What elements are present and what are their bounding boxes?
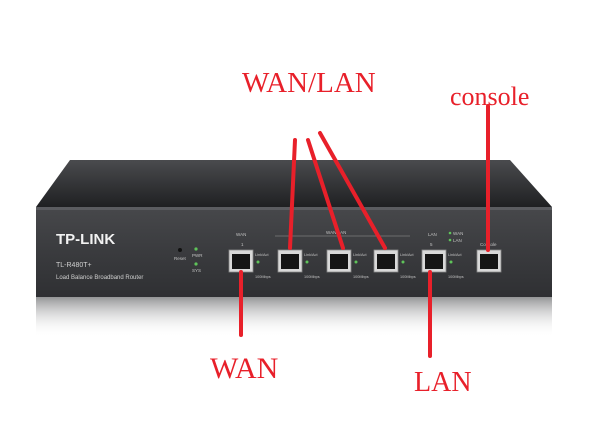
wanlan-arrow-3 <box>318 131 387 250</box>
pwr-led <box>194 247 198 251</box>
console-port-clip <box>485 266 493 269</box>
wan-port-clip <box>237 266 245 269</box>
lan-port-clip <box>430 266 438 269</box>
wanlan-arrow-2 <box>306 138 345 250</box>
pwr-label: PWR <box>192 253 203 258</box>
wanlan-port-4-clip <box>382 266 390 269</box>
console-port[interactable] <box>476 249 502 273</box>
wanlan-port-3-led <box>354 260 358 264</box>
wanlan-port-2-clip <box>286 266 294 269</box>
lan-port-led-label: Link/Act <box>448 253 462 257</box>
lan-port-label: LAN <box>428 232 437 237</box>
lan-port-number: 5 <box>430 242 433 247</box>
brand-logo: TP-LINK <box>56 231 115 248</box>
annotation-lan: LAN <box>414 367 472 398</box>
annotation-wan: WAN <box>210 352 278 385</box>
wanlan-port-4[interactable] <box>373 249 399 273</box>
wanlan-port-3-led-label: Link/Act <box>353 253 367 257</box>
legend-lan-led <box>448 238 452 242</box>
chassis-edge-highlight <box>36 207 552 210</box>
wan-port-speed-label: 100Mbps <box>255 275 271 279</box>
wanlan-port-2[interactable] <box>277 249 303 273</box>
lan-port-led <box>449 260 453 264</box>
description-label: Load Balance Broadband Router <box>56 275 143 281</box>
wan-port[interactable] <box>228 249 254 273</box>
wan-port-led-label: Link/Act <box>255 253 269 257</box>
lan-port-socket <box>425 254 443 269</box>
legend-lan-label: LAN <box>453 238 462 243</box>
annotation-console: console <box>450 82 529 111</box>
legend-wan-label: WAN <box>453 231 463 236</box>
wan-port-socket <box>232 254 250 269</box>
sys-label: SYS <box>192 268 201 273</box>
wanlan-port-4-speed-label: 100Mbps <box>400 275 416 279</box>
wanlan-arrow-1 <box>288 138 297 250</box>
reset-button[interactable] <box>178 248 182 252</box>
wanlan-port-2-socket <box>281 254 299 269</box>
console-port-socket <box>480 254 498 269</box>
annotation-lines <box>239 104 490 358</box>
lan-port[interactable] <box>421 249 447 273</box>
wanlan-port-4-socket <box>377 254 395 269</box>
wanlan-port-3-socket <box>330 254 348 269</box>
wanlan-port-4-led-label: Link/Act <box>400 253 414 257</box>
wanlan-port-4-led <box>401 260 405 264</box>
wan-port-led <box>256 260 260 264</box>
wanlan-port-3-clip <box>335 266 343 269</box>
wanlan-port-2-led <box>305 260 309 264</box>
chassis-reflection <box>36 297 552 337</box>
wan-port-number: 1 <box>241 242 244 247</box>
annotation-wan-lan: WAN/LAN <box>242 67 376 99</box>
wanlan-port-3[interactable] <box>326 249 352 273</box>
wan-port-label: WAN <box>236 232 246 237</box>
model-label: TL-R480T+ <box>56 262 92 269</box>
reset-label: Reset <box>174 256 187 261</box>
ethernet-ports: Link/Act 100Mbps Link/Act 100Mbps Link/Act 10… <box>228 249 502 279</box>
legend-wan-led <box>448 231 452 235</box>
wanlan-port-3-speed-label: 100Mbps <box>353 275 369 279</box>
lan-port-speed-label: 100Mbps <box>448 275 464 279</box>
sys-led <box>194 262 198 266</box>
wanlan-port-2-speed-label: 100Mbps <box>304 275 320 279</box>
wanlan-port-2-led-label: Link/Act <box>304 253 318 257</box>
